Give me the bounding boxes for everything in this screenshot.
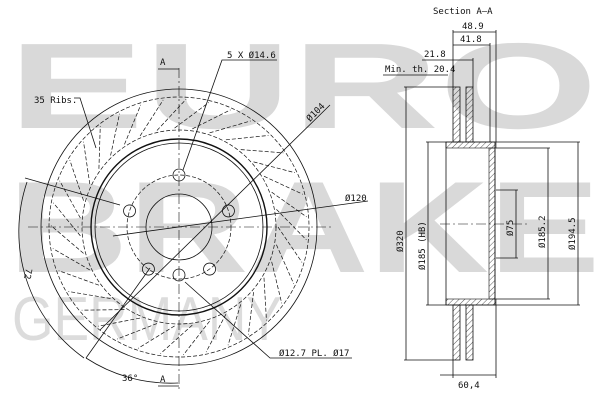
section-marker-top: A — [160, 58, 166, 68]
dim-75: Ø75 — [505, 220, 516, 236]
ribs-label: 35 Ribs. — [34, 96, 77, 106]
rib — [156, 98, 187, 131]
rib — [58, 270, 100, 286]
min-thickness: Min. th. 20.4 — [385, 65, 455, 75]
rib — [240, 149, 284, 154]
plate-bottom-left — [452, 304, 461, 361]
dim-320: Ø320 — [395, 230, 406, 252]
rib — [174, 102, 210, 129]
section-view: Section A–A 48.9 41.8 21.8 Min. th. 20.4… — [383, 7, 580, 391]
rib — [52, 248, 90, 271]
rib — [227, 304, 242, 346]
rib — [81, 309, 125, 311]
dim-41-8: 41.8 — [460, 35, 482, 45]
hat-top-wall — [445, 141, 497, 149]
section-marker-bottom: A — [160, 375, 166, 385]
rib — [205, 314, 227, 353]
bolt-hole — [123, 204, 136, 218]
dim-hb: Ø185 (HB) — [417, 221, 428, 270]
plate-bottom-right — [465, 304, 474, 361]
threaded-hole-leader — [184, 281, 352, 359]
plate-top-right — [465, 86, 474, 143]
rib — [263, 175, 303, 195]
angle-72-arc — [18, 181, 85, 359]
angle-ref-line-2 — [85, 267, 151, 359]
rib — [83, 141, 91, 185]
rib — [248, 292, 254, 335]
rib — [98, 317, 141, 327]
bolt-holes-label: 5 X Ø14.6 — [227, 50, 276, 61]
section-title: Section A–A — [433, 7, 493, 17]
rib — [117, 323, 158, 340]
hat-bottom-wall — [445, 298, 497, 306]
rib — [271, 191, 307, 218]
dim-48-9: 48.9 — [462, 22, 484, 32]
plate-top-left — [452, 86, 461, 143]
bolt-hole — [222, 204, 235, 218]
rib — [277, 226, 303, 263]
dim-21-8: 21.8 — [424, 50, 446, 60]
rib — [137, 325, 175, 349]
rib — [160, 324, 193, 354]
hat-face — [488, 147, 496, 300]
rib — [53, 202, 81, 237]
dim-185-2: Ø185.2 — [537, 215, 548, 248]
rib — [50, 225, 84, 254]
angle-36-arc — [85, 357, 179, 384]
rib — [139, 99, 164, 137]
rib — [253, 161, 296, 174]
rib — [276, 244, 295, 284]
threaded-hole-label: Ø12.7 PL. Ø17 — [279, 348, 349, 359]
angle-ref-line — [24, 177, 121, 206]
bolt-holes — [123, 168, 235, 282]
bore-leader — [112, 200, 369, 237]
watermark-euro: EURO — [8, 18, 598, 154]
bolt-holes-leader — [182, 59, 277, 171]
bolt-hole — [142, 262, 155, 276]
rib — [59, 180, 81, 219]
dim-194-5: Ø194.5 — [567, 217, 578, 250]
rib — [124, 104, 142, 145]
front-view: A A 5 X Ø14.6 35 Ribs. Ø104 Ø120 Ø12.7 P… — [18, 50, 369, 390]
ribs-leader — [74, 97, 97, 149]
rib — [263, 277, 267, 321]
rib — [98, 126, 101, 169]
rib — [276, 209, 307, 241]
angle-72-label: 72 — [21, 267, 33, 279]
rib — [225, 135, 269, 141]
bolt-hole — [203, 262, 216, 276]
bore-label: Ø120 — [345, 193, 367, 204]
rib — [271, 261, 283, 304]
angle-36-label: 36° — [122, 374, 138, 384]
rib — [209, 120, 251, 134]
rib — [110, 113, 120, 156]
rib — [183, 320, 210, 356]
rib — [68, 291, 111, 299]
dim-60-4: 60,4 — [458, 381, 480, 391]
pcd-leader — [99, 104, 331, 331]
watermark-germany: GERMANY — [12, 285, 282, 354]
